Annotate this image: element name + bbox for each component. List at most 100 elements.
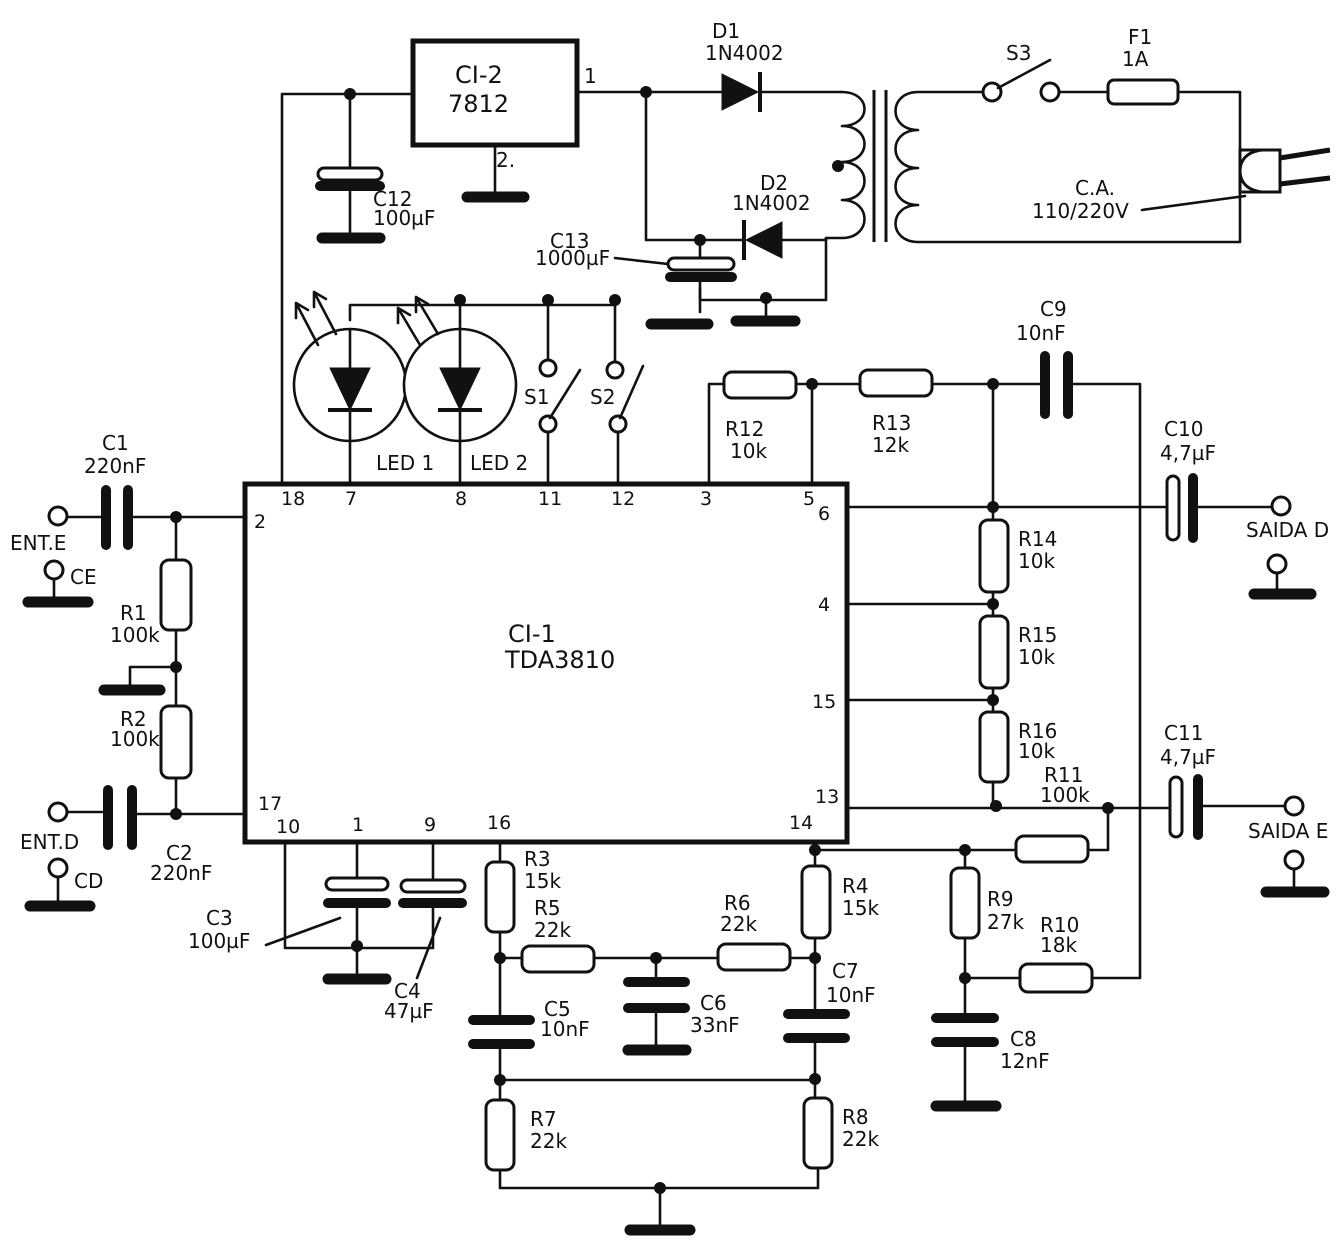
r9-value: 27k [987,910,1024,934]
mains-plug: C.A. 110/220V [1032,147,1331,223]
c2-ref: C2 [166,841,193,865]
fuse-ref: F1 [1128,25,1152,49]
terminal-ent-e[interactable]: ENT.E CE [10,505,97,608]
pin-13: 13 [815,786,839,808]
bottom-left-network [283,840,435,985]
pin-2: 2 [254,511,266,533]
resistor-r2: R2 100k [110,704,193,780]
ic-ci1-part: TDA3810 [504,646,615,674]
fuse-value: 1A [1122,47,1149,71]
c2-value: 220nF [150,861,212,885]
resistor-r3: R3 15k [484,847,561,934]
c12-ref: C12 [373,187,412,211]
r2-ref: R2 [120,707,147,731]
ic-ci1: CI-1 TDA3810 18 7 8 11 12 3 5 2 6 4 15 1… [242,481,850,845]
switch-s3[interactable]: S3 [981,41,1110,103]
mains-label: C.A. [1075,176,1115,200]
terminal-saida-d[interactable]: SAIDA D [1246,495,1329,600]
capacitor-c8: C8 12nF [931,1013,1050,1073]
c8-value: 12nF [1000,1049,1050,1073]
d2-ref: D2 [760,171,788,195]
output-divider [845,501,1172,812]
resistor-r8: R8 22k [802,1096,879,1170]
capacitor-c6: C6 33nF [622,977,740,1056]
c3-value: 100µF [188,929,250,953]
r1-value: 100k [110,623,160,647]
s3-label: S3 [1006,41,1031,65]
r11-ref: R11 [1044,763,1083,787]
capacitor-c13: C13 1000µF [535,229,737,282]
led-2: LED 2 [396,295,528,486]
pin-10: 10 [276,816,300,838]
resistor-r11: R11 100k [1014,763,1090,864]
terminal-saida-e[interactable]: SAIDA E [1248,795,1330,898]
c5-value: 10nF [540,1017,590,1041]
bottom-mid-network [494,840,821,1236]
r5-value: 22k [534,918,571,942]
pin-3: 3 [700,488,712,510]
c8-ref: C8 [1010,1027,1037,1051]
c11-ref: C11 [1164,721,1203,745]
capacitor-c11: C11 4,7µF [1160,721,1286,840]
led2-label: LED 2 [470,451,528,475]
d1-part: 1N4002 [705,41,784,65]
r1-ref: R1 [120,601,147,625]
r11-value: 100k [1040,783,1090,807]
resistor-r7: R7 22k [484,1098,567,1172]
ent-d-label: ENT.D [20,830,79,854]
r15-value: 10k [1018,645,1055,669]
ic-ci2-pin1: 1 [584,64,597,88]
ic-ci2-ref: CI-2 [455,61,503,89]
s2-label: S2 [590,385,615,409]
resistor-r15: R15 10k [978,614,1057,690]
pin-1: 1 [352,814,364,836]
ent-e-label: ENT.E [10,531,66,555]
c6-ref: C6 [700,991,727,1015]
r9-ref: R9 [987,887,1014,911]
r13-value: 12k [872,433,909,457]
r16-value: 10k [1018,739,1055,763]
capacitor-c1: C1 220nF [84,431,146,550]
transformer [824,90,1242,244]
resistor-r14: R14 10k [978,518,1057,594]
saida-e-label: SAIDA E [1248,819,1328,843]
c3-ref: C3 [206,906,233,930]
resistor-r1: R1 100k [110,558,193,647]
c6-value: 33nF [690,1013,740,1037]
pin-9: 9 [424,814,436,836]
capacitor-c7: C7 10nF [783,959,876,1043]
c7-ref: C7 [832,959,859,983]
switch-s2[interactable]: S2 [590,360,645,486]
r8-ref: R8 [842,1105,869,1129]
bottom-right-network [813,802,1114,1112]
switch-s1[interactable]: S1 [524,358,582,486]
c7-value: 10nF [826,983,876,1007]
resistor-r12: R12 10k [722,370,798,463]
pin-12: 12 [611,488,635,510]
saida-d-label: SAIDA D [1246,518,1329,542]
capacitor-c3: C3 100µF [188,876,391,953]
c1-value: 220nF [84,454,146,478]
c1-ref: C1 [102,431,129,455]
r7-ref: R7 [530,1107,557,1131]
pin-5: 5 [803,488,815,510]
r10-ref: R10 [1040,913,1079,937]
c11-value: 4,7µF [1160,745,1216,769]
c10-value: 4,7µF [1160,441,1216,465]
resistor-r6: R6 22k [716,891,792,972]
r16-ref: R16 [1018,719,1057,743]
c9-ref: C9 [1040,297,1067,321]
capacitor-c4: C4 47µF [384,878,467,1023]
ic-ci2-part: 7812 [448,90,509,118]
resistor-r10: R10 18k [1018,913,1094,994]
pin-15: 15 [812,691,836,713]
capacitor-c2: C2 220nF [103,785,212,885]
d2-part: 1N4002 [732,191,811,215]
r12-ref: R12 [725,417,764,441]
terminal-ent-d[interactable]: ENT.D CD [20,801,103,912]
feedback-network [707,378,1142,980]
r8-value: 22k [842,1127,879,1151]
pin-8: 8 [455,488,467,510]
r14-value: 10k [1018,549,1055,573]
led1-label: LED 1 [376,451,434,475]
